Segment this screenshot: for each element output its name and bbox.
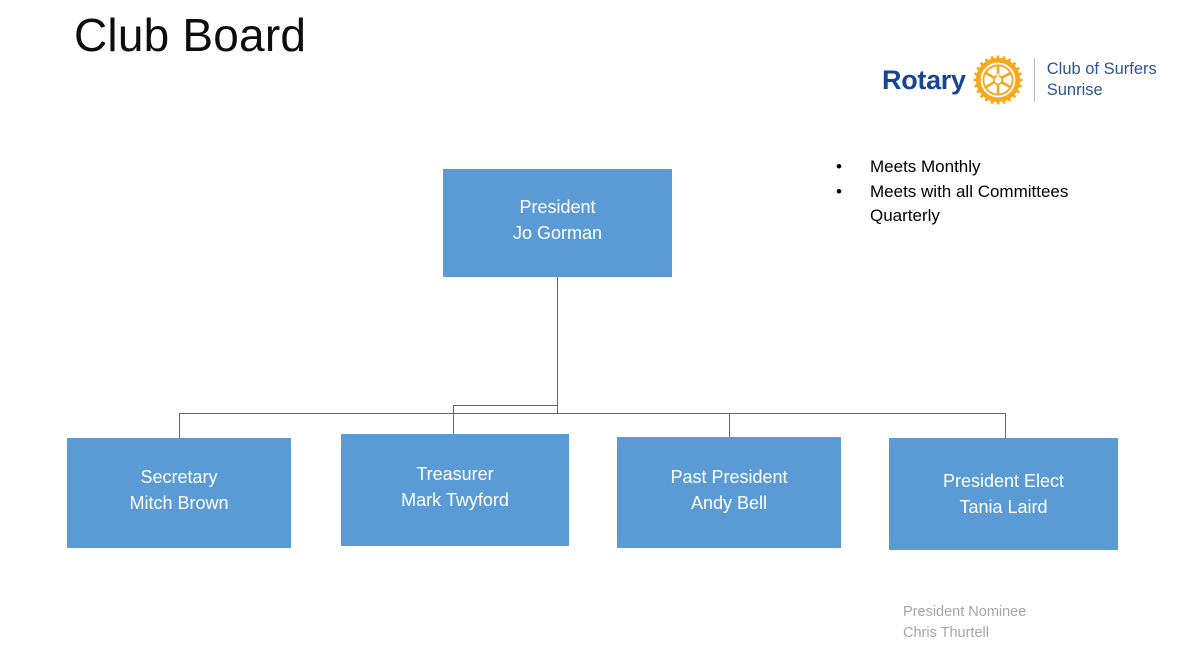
org-box-role: Treasurer <box>416 464 494 484</box>
rotary-wheel-icon <box>973 55 1023 105</box>
org-box-person: Mark Twyford <box>401 490 509 510</box>
president-nominee-note: President Nominee Chris Thurtell <box>903 604 1027 641</box>
bullet-icon: • <box>836 182 842 201</box>
org-box-role: President Elect <box>942 471 1065 491</box>
connector-main-bar <box>179 413 1006 414</box>
org-box-role: Past President <box>670 467 788 487</box>
page-title: Club Board <box>74 9 307 61</box>
connector-drop-secretary <box>179 413 180 438</box>
org-box-past-president[interactable]: Past President Andy Bell <box>617 437 841 548</box>
list-item-label: Meets with all Committees Quarterly <box>870 182 1069 225</box>
connector-drop-past-president <box>729 413 730 437</box>
rotary-wordmark: Rotary <box>882 64 966 95</box>
rotary-logo: Rotary <box>882 52 1157 108</box>
org-box-treasurer[interactable]: Treasurer Mark Twyford <box>341 434 569 546</box>
org-box-secretary[interactable]: Secretary Mitch Brown <box>67 438 291 548</box>
org-box-role: Secretary <box>140 467 218 487</box>
connector-drop-president-elect <box>1005 413 1006 438</box>
org-box-person: Andy Bell <box>690 493 768 513</box>
connector-president-stem <box>557 277 558 414</box>
org-box-person: Jo Gorman <box>512 223 603 243</box>
connector-treasurer-bar <box>453 405 558 406</box>
logo-divider <box>1033 58 1035 102</box>
list-item-label: Meets Monthly <box>870 157 981 176</box>
org-box-president-elect[interactable]: President Elect Tania Laird <box>889 438 1118 550</box>
bullet-icon: • <box>836 157 842 176</box>
meeting-notes-list: • Meets Monthly • Meets with all Committ… <box>836 155 1136 229</box>
connector-drop-treasurer <box>453 405 454 434</box>
org-box-person: Tania Laird <box>959 497 1048 517</box>
club-name: Club of Surfers Sunrise <box>1046 60 1157 99</box>
org-box-president[interactable]: President Jo Gorman <box>443 169 672 277</box>
org-box-person: Mitch Brown <box>129 493 229 513</box>
list-item: • Meets with all Committees Quarterly <box>836 180 1136 228</box>
org-box-role: President <box>519 197 596 217</box>
list-item: • Meets Monthly <box>836 155 1136 179</box>
